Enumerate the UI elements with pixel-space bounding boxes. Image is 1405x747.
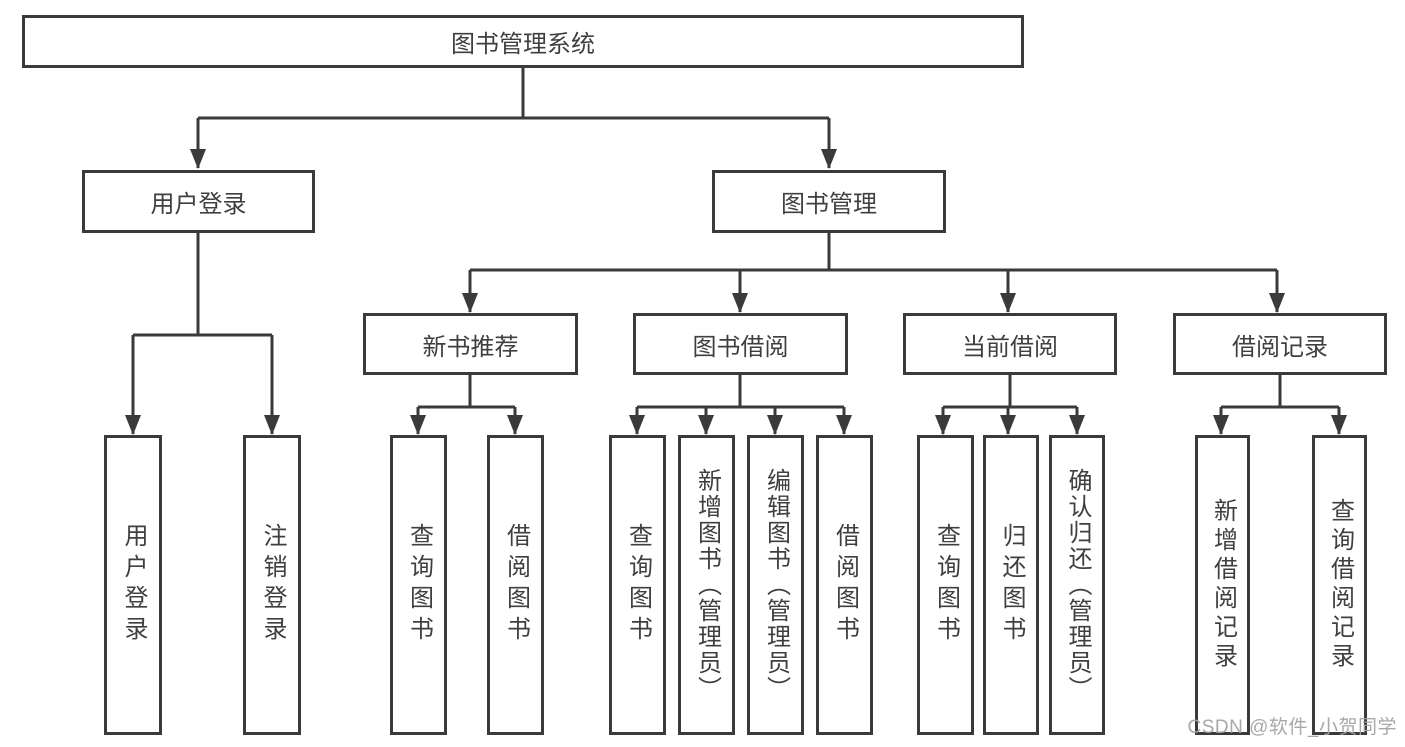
- node-current-borrowing: 当前借阅: [903, 313, 1117, 375]
- leaf-user-login: 用户登录: [104, 435, 162, 735]
- leaf-add-borrow-record: 新增借阅记录: [1195, 435, 1250, 735]
- leaf-query-books-borrowing: 查询图书: [609, 435, 666, 735]
- node-borrow-records: 借阅记录: [1173, 313, 1387, 375]
- leaf-logout: 注销登录: [243, 435, 301, 735]
- leaf-user-login-label: 用户登录: [120, 523, 147, 647]
- leaf-query-books-newrec-label: 查询图书: [405, 523, 433, 647]
- node-book-management: 图书管理: [712, 170, 946, 233]
- node-borrow-records-label: 借阅记录: [1232, 333, 1328, 361]
- leaf-return-book-label: 归还图书: [998, 523, 1025, 647]
- leaf-return-book: 归还图书: [983, 435, 1039, 735]
- leaf-add-book-admin: 新增图书（管理员）: [678, 435, 735, 735]
- node-new-book-recommend: 新书推荐: [363, 313, 578, 375]
- node-new-book-recommend-label: 新书推荐: [422, 333, 519, 361]
- node-current-borrowing-label: 当前借阅: [962, 333, 1058, 361]
- leaf-query-books-newrec: 查询图书: [390, 435, 447, 735]
- leaf-add-borrow-record-label: 新增借阅记录: [1209, 498, 1237, 672]
- node-root: 图书管理系统: [22, 15, 1024, 68]
- leaf-confirm-return-admin-label: 确认归还（管理员）: [1064, 468, 1091, 702]
- leaf-query-borrow-record: 查询借阅记录: [1312, 435, 1367, 735]
- leaf-borrow-books-borrowing-label: 借阅图书: [831, 523, 859, 647]
- leaf-edit-book-admin-label: 编辑图书（管理员）: [762, 468, 790, 702]
- leaf-query-books-current-label: 查询图书: [932, 523, 960, 647]
- leaf-borrow-books-newrec: 借阅图书: [487, 435, 544, 735]
- node-book-borrowing-label: 图书借阅: [692, 333, 789, 361]
- node-user-login: 用户登录: [82, 170, 315, 233]
- leaf-logout-label: 注销登录: [259, 523, 286, 647]
- leaf-query-books-borrowing-label: 查询图书: [624, 523, 652, 647]
- leaf-edit-book-admin: 编辑图书（管理员）: [747, 435, 804, 735]
- node-book-borrowing: 图书借阅: [633, 313, 848, 375]
- node-root-label: 图书管理系统: [451, 31, 595, 58]
- node-book-management-label: 图书管理: [781, 191, 877, 218]
- node-user-login-label: 用户登录: [150, 191, 247, 218]
- csdn-watermark: CSDN @软件_小贺同学: [1187, 717, 1397, 738]
- leaf-borrow-books-newrec-label: 借阅图书: [502, 523, 530, 647]
- leaf-confirm-return-admin: 确认归还（管理员）: [1049, 435, 1105, 735]
- leaf-query-books-current: 查询图书: [917, 435, 974, 735]
- leaf-borrow-books-borrowing: 借阅图书: [816, 435, 873, 735]
- leaf-query-borrow-record-label: 查询借阅记录: [1326, 498, 1354, 672]
- leaf-add-book-admin-label: 新增图书（管理员）: [693, 468, 721, 702]
